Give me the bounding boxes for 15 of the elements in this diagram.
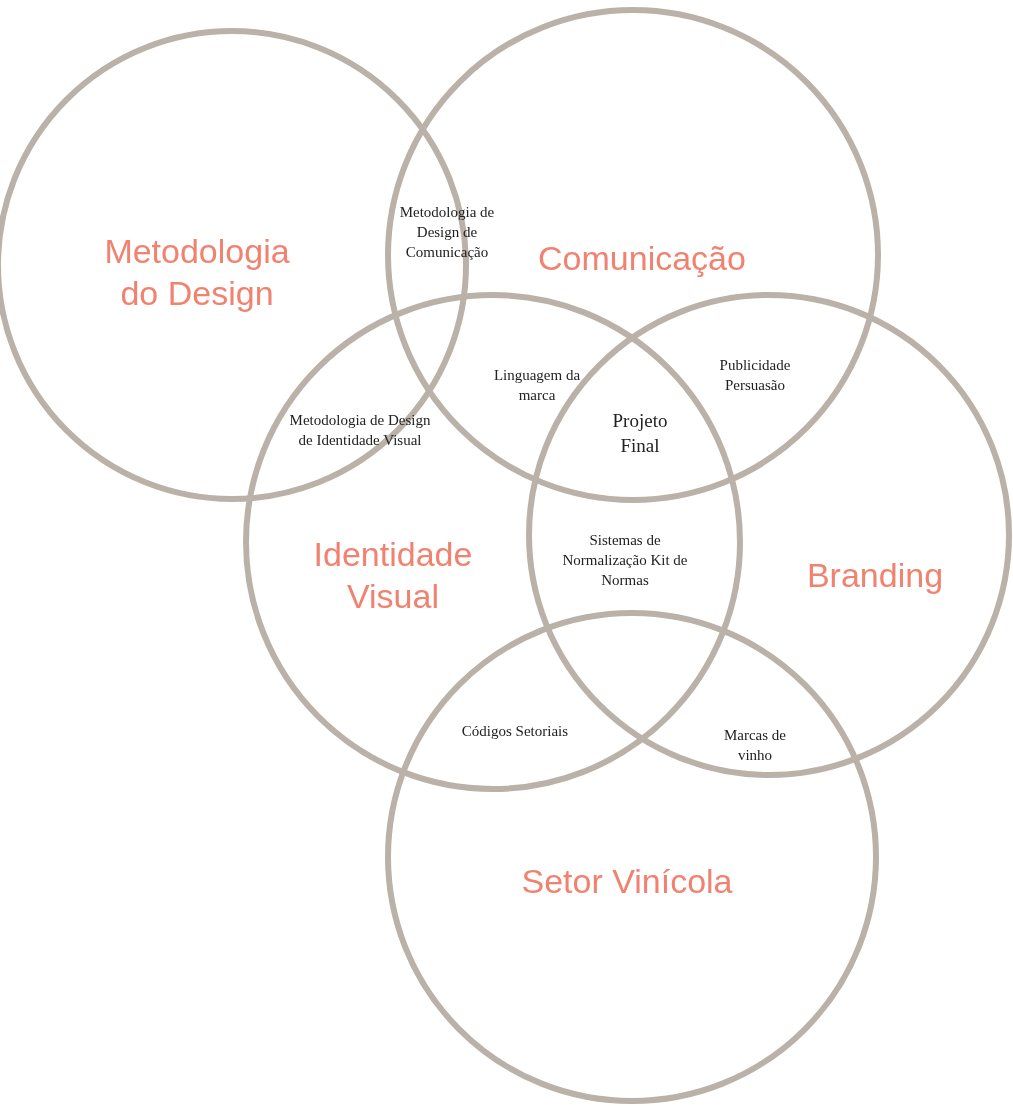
overlap-label: Metodologia de Design de Comunicação — [398, 203, 496, 262]
overlap-label: Publicidade Persuasão — [718, 356, 792, 395]
overlap-label: Marcas de vinho — [722, 726, 788, 765]
circle-title: Setor Vinícola — [520, 861, 734, 902]
overlap-label: Códigos Setoriais — [460, 722, 570, 741]
overlap-label: Linguagem da marca — [492, 366, 582, 405]
venn-circle — [385, 610, 879, 1104]
circle-title: Branding — [805, 555, 945, 596]
circle-title: Comunicação — [537, 238, 747, 279]
circle-title: Metodologia do Design — [103, 231, 291, 314]
overlap-label: Projeto Final — [611, 409, 669, 458]
overlap-label: Sistemas de Normalização Kit de Normas — [561, 531, 689, 590]
overlap-label: Metodologia de Design de Identidade Visual — [288, 411, 432, 450]
venn-circle — [385, 7, 881, 503]
circle-title: Identidade Visual — [312, 534, 474, 617]
